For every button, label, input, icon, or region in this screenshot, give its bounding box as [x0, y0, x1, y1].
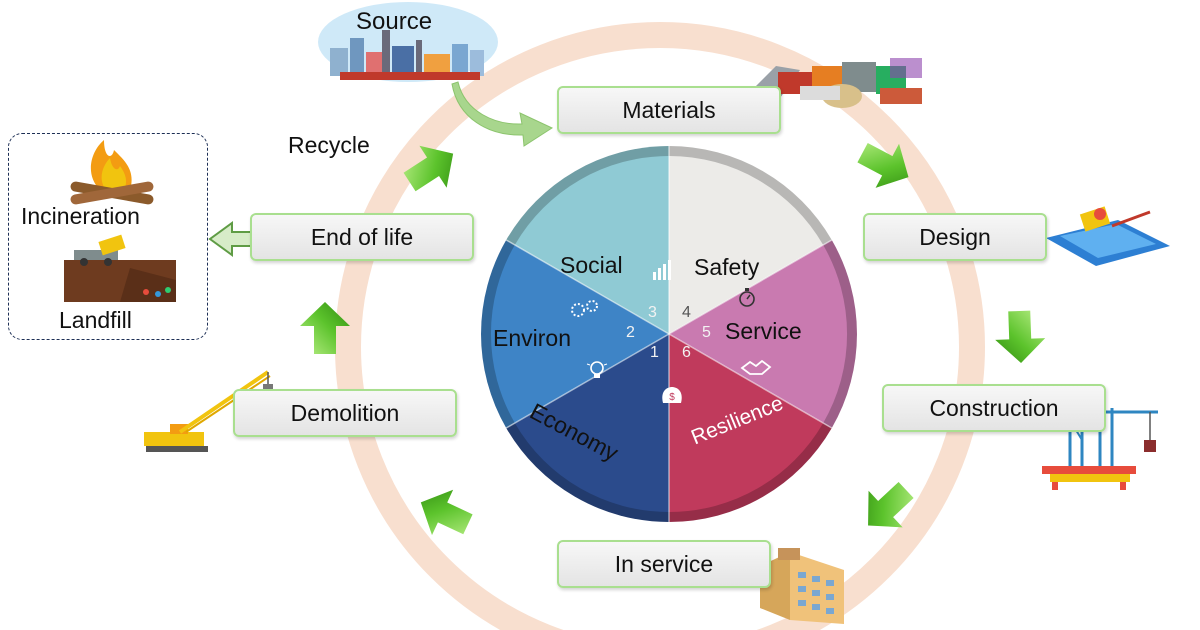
pillar-segment-environ[interactable] [490, 245, 669, 423]
pillar-segment-safety[interactable] [669, 156, 824, 334]
pillar-segment-economy[interactable] [514, 334, 669, 512]
design-blueprint-icon [1046, 206, 1170, 266]
pillar-divider [505, 239, 670, 335]
stage-design[interactable]: Design [863, 213, 1047, 261]
arrow-demolition-to-endoflife [300, 302, 350, 354]
arrow-design-to-construction [995, 310, 1046, 363]
pillar-number-economy: 1 [650, 344, 659, 361]
arrow-materials-to-design [857, 142, 909, 188]
stage-construction[interactable]: Construction [882, 384, 1106, 432]
landfill-label: Landfill [59, 307, 132, 333]
gears-icon [571, 300, 598, 317]
building-materials-icon [752, 58, 922, 108]
demolition-crane-icon [144, 370, 273, 452]
pillar-number-safety: 4 [682, 304, 691, 321]
pillar-label-safety: Safety [694, 254, 760, 280]
pillar-number-resilience: 6 [682, 344, 691, 361]
handshake-icon [740, 359, 772, 375]
stage-demolition[interactable]: Demolition [233, 389, 457, 437]
end-of-life-panel [8, 133, 208, 340]
pillar-number-environ: 2 [626, 324, 635, 341]
pillar-segment-social[interactable] [514, 155, 669, 334]
svg-text:$: $ [669, 392, 675, 403]
pillar-label-environ: Environ [493, 325, 571, 351]
source-to-materials-arrow [451, 81, 554, 147]
stopwatch-icon [739, 288, 755, 307]
pillar-divider [505, 333, 670, 429]
pillar-number-service: 5 [702, 324, 711, 341]
pillar-segment-resilience[interactable] [669, 334, 824, 513]
office-building-icon [760, 548, 844, 624]
lifecycle-ring [335, 22, 985, 630]
pillar-segment-service[interactable] [669, 245, 848, 423]
recycle-label: Recycle [288, 132, 370, 158]
sustainability-wheel [481, 146, 857, 522]
pillar-label-service: Service [725, 318, 802, 344]
incineration-label: Incineration [21, 203, 140, 229]
arrow-construction-to-inservice [868, 481, 914, 528]
cycle-arrows [300, 142, 1046, 536]
lightbulb-icon [586, 361, 608, 378]
pillar-divider [668, 333, 833, 429]
pillar-divider [668, 239, 833, 335]
money-bag-icon: $ [662, 387, 682, 403]
landfill-truck-icon [64, 234, 176, 302]
arrow-inservice-to-demolition [420, 489, 473, 536]
pillar-number-social: 3 [648, 304, 657, 321]
stage-materials[interactable]: Materials [557, 86, 781, 134]
stage-end-of-life[interactable]: End of life [250, 213, 474, 261]
construction-crane-icon [1042, 408, 1158, 490]
source-city-icon [318, 2, 498, 82]
source-label: Source [356, 8, 433, 35]
pillar-label-social: Social [560, 252, 623, 278]
stage-in-service[interactable]: In service [557, 540, 771, 588]
arrow-endoflife-to-recycle [403, 145, 454, 192]
incineration-fire-icon [70, 140, 154, 205]
bar-chart-icon [653, 260, 671, 280]
